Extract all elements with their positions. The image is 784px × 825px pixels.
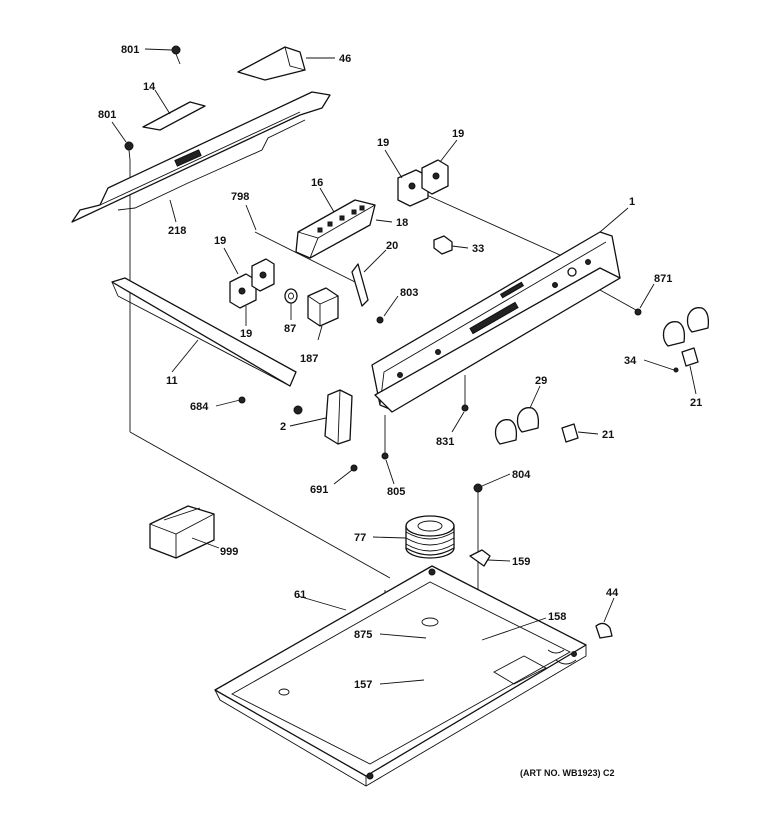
callout-20: 20	[386, 240, 398, 252]
callout-18: 18	[396, 217, 408, 229]
part-19-switch-pair-lower	[229, 258, 275, 309]
callout-61: 61	[294, 589, 306, 601]
part-16-control-board	[295, 199, 376, 259]
callout-labels: 801 46 14 801 218 19 19 16 798 18 20 33 …	[98, 44, 702, 691]
callout-684: 684	[190, 401, 209, 413]
callout-691: 691	[310, 484, 328, 496]
callout-875: 875	[354, 629, 372, 641]
part-14-plate	[142, 101, 206, 131]
part-1-control-panel	[371, 231, 621, 413]
part-20-strip	[351, 263, 369, 307]
art-number: (ART NO. WB1923) C2	[520, 768, 615, 778]
callout-798: 798	[231, 191, 249, 203]
callout-19: 19	[214, 235, 226, 247]
part-11-side-rail	[111, 277, 297, 387]
part-77-coil	[405, 515, 455, 559]
callout-11: 11	[166, 375, 178, 387]
callout-157: 157	[354, 679, 372, 691]
part-29-knobs-upper	[662, 307, 710, 347]
callout-87: 87	[284, 323, 296, 335]
part-87-ring	[284, 288, 298, 304]
callout-21: 21	[690, 397, 702, 409]
callout-34: 34	[624, 355, 637, 367]
screw-691	[350, 464, 358, 472]
callout-21: 21	[602, 429, 614, 441]
part-19-switch-pair-upper	[397, 159, 449, 207]
screw-801-top	[171, 45, 181, 65]
callout-801: 801	[98, 109, 116, 121]
callout-218: 218	[168, 225, 186, 237]
leader-lines	[111, 48, 697, 685]
screw-803	[376, 316, 384, 324]
callout-29: 29	[535, 375, 547, 387]
callout-14: 14	[143, 81, 156, 93]
part-2-bracket	[293, 389, 353, 445]
callout-19: 19	[377, 137, 389, 149]
callout-999: 999	[220, 546, 238, 558]
part-21-cap-right	[681, 347, 699, 367]
part-218-top-bracket	[71, 91, 331, 223]
part-999-box	[149, 505, 215, 559]
callout-33: 33	[472, 243, 484, 255]
screw-34	[673, 367, 679, 373]
callout-19: 19	[240, 328, 252, 340]
callout-871: 871	[654, 273, 672, 285]
callout-2: 2	[280, 421, 286, 433]
callout-16: 16	[311, 177, 323, 189]
callout-801: 801	[121, 44, 139, 56]
callout-831: 831	[436, 436, 454, 448]
part-21-cap-lower	[561, 423, 579, 443]
part-33-switch	[433, 235, 453, 255]
part-187-cube	[307, 287, 339, 327]
part-46-plate	[237, 46, 306, 81]
part-29-knobs-lower	[494, 407, 540, 445]
screw-805	[381, 452, 389, 460]
callout-805: 805	[387, 486, 405, 498]
callout-804: 804	[512, 469, 531, 481]
callout-187: 187	[300, 353, 318, 365]
callout-158: 158	[548, 611, 566, 623]
screw-804	[473, 483, 483, 493]
part-61-base-pan	[214, 565, 587, 787]
screw-871	[634, 308, 642, 316]
screw-801-left	[124, 141, 134, 161]
screw-831	[461, 404, 469, 412]
callout-46: 46	[339, 53, 351, 65]
part-44-hook	[595, 622, 613, 639]
callout-19: 19	[452, 128, 464, 140]
callout-803: 803	[400, 287, 418, 299]
callout-44: 44	[606, 587, 619, 599]
callout-159: 159	[512, 556, 530, 568]
callout-77: 77	[354, 532, 366, 544]
part-159-clip	[469, 549, 491, 567]
callout-1: 1	[629, 196, 635, 208]
